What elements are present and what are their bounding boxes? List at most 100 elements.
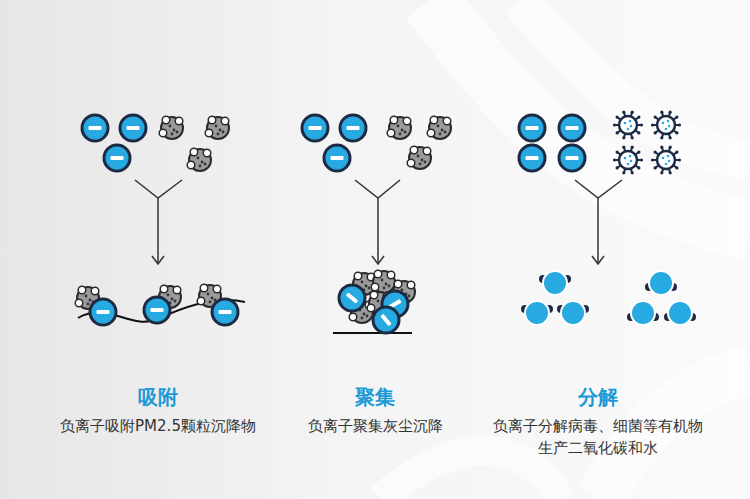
arrow-line	[377, 198, 379, 263]
arrow-line	[135, 180, 182, 198]
particle-dot	[399, 133, 402, 136]
virus-body	[657, 151, 675, 169]
dust-particle	[187, 148, 211, 171]
spike-knob	[622, 171, 625, 174]
panel-description: 负离子分解病毒、细菌等有机物 生产二氧化碳和水	[488, 416, 708, 460]
molecule-body	[668, 301, 692, 325]
ion-body	[559, 145, 585, 171]
spike-knob	[637, 115, 640, 118]
particle-dot	[419, 163, 422, 166]
product-molecule	[521, 301, 553, 325]
spike-knob	[622, 146, 625, 149]
negative-ion	[82, 115, 108, 141]
spike-knob	[660, 171, 663, 174]
particle-bump	[173, 286, 181, 294]
ion-body	[144, 297, 170, 323]
product-molecule	[664, 301, 696, 325]
minus-sign	[111, 156, 124, 160]
spike-knob	[669, 171, 672, 174]
particle-bump	[78, 286, 86, 294]
minus-sign	[219, 310, 232, 314]
particle-dot	[408, 295, 411, 298]
particle-dot	[421, 159, 424, 162]
virus-body	[657, 116, 675, 134]
particle-bump	[407, 159, 415, 167]
minus-sign	[127, 126, 140, 130]
particle-bump	[374, 270, 382, 278]
particle-bump	[162, 116, 170, 124]
molecule-body	[631, 301, 655, 325]
molecule-body	[525, 301, 549, 325]
arrow-head	[372, 256, 384, 264]
minus-sign	[97, 310, 110, 314]
particle-dot	[377, 300, 380, 303]
dust-particle	[205, 116, 229, 139]
particle-dot	[388, 285, 391, 288]
particle-bump	[410, 146, 418, 154]
particle-dot	[363, 313, 366, 316]
virus-dot	[629, 155, 632, 158]
spike-knob	[640, 123, 643, 126]
dust-particle	[387, 116, 411, 139]
particle-dot	[171, 298, 174, 301]
particle-bump	[175, 117, 183, 125]
particle-dot	[219, 129, 222, 132]
particle-bump	[221, 117, 229, 125]
dust-particle	[371, 270, 395, 293]
spike-knob	[669, 111, 672, 114]
negative-ion	[559, 145, 585, 171]
particle-bump	[91, 287, 99, 295]
minus-sign	[331, 156, 344, 160]
particle-dot	[89, 299, 92, 302]
particle-dot	[222, 131, 225, 134]
molecule-body	[543, 271, 567, 295]
spike-knob	[637, 166, 640, 169]
spike-knob	[615, 131, 618, 134]
spike-knob	[678, 123, 681, 126]
spike-knob	[631, 171, 634, 174]
virus-body	[619, 151, 637, 169]
particle-dot	[199, 165, 202, 168]
virus-dot	[667, 155, 670, 158]
swirl	[380, 451, 560, 499]
arrow-head	[592, 256, 604, 264]
spike-knob	[660, 111, 663, 114]
spike-knob	[637, 131, 640, 134]
particle-bump	[75, 299, 83, 307]
spike-knob	[675, 131, 678, 134]
negative-ion	[212, 299, 238, 325]
dust-particle	[407, 146, 431, 169]
virus-dot	[624, 122, 627, 125]
negative-ion	[104, 145, 130, 171]
particle-dot	[204, 163, 207, 166]
virus-body	[619, 116, 637, 134]
spike-knob	[669, 146, 672, 149]
panel-title: 聚集	[295, 383, 455, 412]
negative-ion	[339, 285, 365, 311]
particle-dot	[211, 297, 214, 300]
product-molecule	[557, 301, 589, 325]
merge-arrow	[355, 180, 400, 264]
particle-dot	[167, 294, 170, 297]
particle-bump	[371, 283, 379, 291]
spike-knob	[631, 146, 634, 149]
particle-bump	[370, 291, 378, 299]
spike-knob	[678, 158, 681, 161]
virus-dot	[629, 120, 632, 123]
virus-dot	[665, 128, 668, 131]
ion-body	[340, 115, 366, 141]
spike-knob	[631, 136, 634, 139]
spike-knob	[675, 166, 678, 169]
ion-body	[339, 285, 365, 311]
particle-dot	[197, 157, 200, 160]
spike-knob	[615, 115, 618, 118]
particle-dot	[215, 125, 218, 128]
virus-dot	[627, 163, 630, 166]
minus-sign	[526, 126, 539, 130]
virus	[613, 146, 643, 175]
spike-knob	[660, 146, 663, 149]
panel-description: 负离子聚集灰尘沉降	[275, 416, 475, 438]
particle-dot	[176, 131, 179, 134]
particle-dot	[209, 301, 212, 304]
ion-body	[324, 145, 350, 171]
